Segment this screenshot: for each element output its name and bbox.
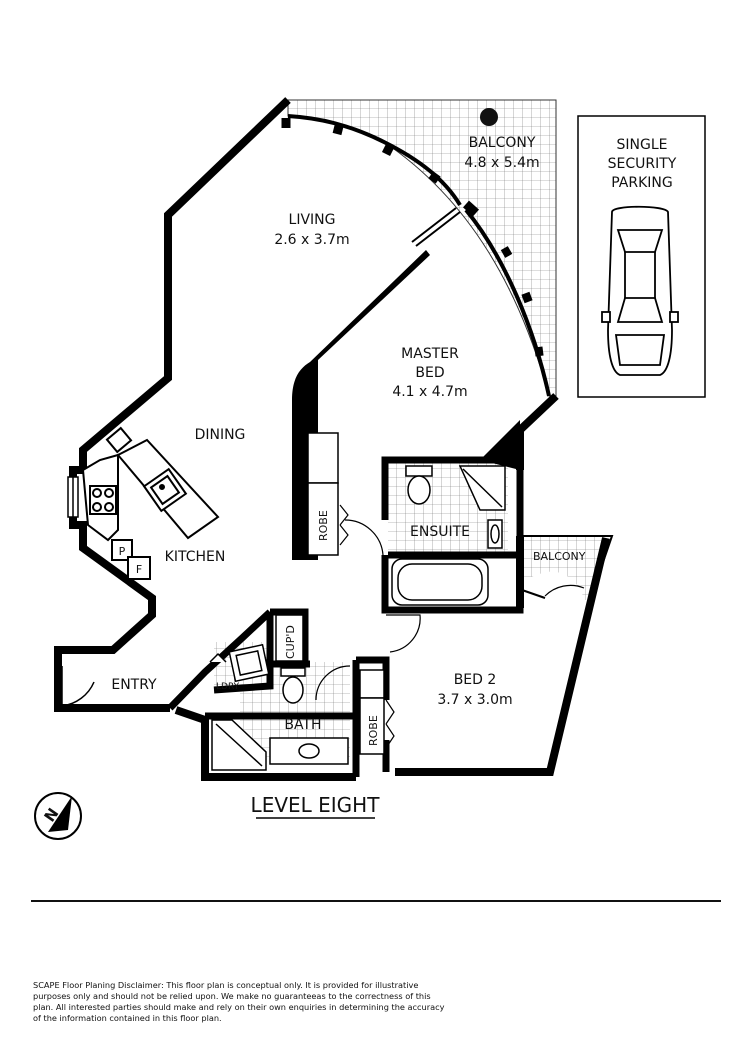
entry-label: ENTRY xyxy=(111,677,157,693)
bed2-robe-door xyxy=(385,699,395,749)
balcony-small-tiles xyxy=(520,536,612,600)
curved-window-wall xyxy=(281,114,551,397)
plan-title: LEVEL EIGHT xyxy=(251,793,381,817)
floor-plan: BALCONY 4.8 x 5.4m LIVING 2.6 x 3.7m MAS… xyxy=(34,97,706,840)
service-walls xyxy=(167,608,390,777)
column-marker xyxy=(480,108,498,126)
cupd-label: CUP'D xyxy=(284,625,297,659)
north-arrow-icon xyxy=(48,796,72,832)
robe-master-label: ROBE xyxy=(317,510,330,541)
master-robe xyxy=(307,432,339,556)
cabinet-upper xyxy=(105,426,133,454)
living-size: 2.6 x 3.7m xyxy=(274,232,349,248)
bath-label: BATH xyxy=(284,717,321,733)
master-bed-wall xyxy=(292,250,430,560)
fridge-label: F xyxy=(136,563,142,576)
parking-label-2: SECURITY xyxy=(608,156,677,172)
master-bed-label-1: MASTER xyxy=(401,346,459,362)
kitchen-label: KITCHEN xyxy=(165,549,226,565)
compass xyxy=(34,792,82,840)
pantry-label: P xyxy=(119,545,126,558)
parking-bay xyxy=(577,115,706,398)
bath-door-swing xyxy=(315,665,351,701)
disclaimer-line: plan. All interested parties should make… xyxy=(33,1002,445,1012)
living-label: LIVING xyxy=(289,212,336,228)
disclaimer-line: SCAPE Floor Planing Disclaimer: This flo… xyxy=(33,980,419,990)
ensuite-corner-wall xyxy=(480,420,520,470)
bed2-label: BED 2 xyxy=(454,672,497,688)
kitchen-window xyxy=(67,476,79,518)
kitchen-island xyxy=(116,438,220,540)
dining-label: DINING xyxy=(195,427,246,443)
robe-door-swing xyxy=(339,504,349,546)
master-bed-label-2: BED xyxy=(415,365,444,381)
pantry-fridge xyxy=(111,539,151,580)
bed2-robe xyxy=(359,669,385,755)
separator-line xyxy=(31,900,721,902)
balcony-small-label: BALCONY xyxy=(533,550,586,563)
small-balcony-door xyxy=(544,584,585,597)
sliding-door xyxy=(411,207,461,247)
disclaimer: SCAPE Floor Planing Disclaimer: This flo… xyxy=(33,980,453,1024)
laundry-label: LDRY xyxy=(216,682,240,692)
disclaimer-line: purposes only and should not be relied u… xyxy=(33,991,431,1001)
bed2-size: 3.7 x 3.0m xyxy=(437,692,512,708)
car-icon xyxy=(601,205,679,376)
disclaimer-line: of the information contained in this flo… xyxy=(33,1013,222,1023)
master-bed-size: 4.1 x 4.7m xyxy=(392,384,467,400)
kitchen-counter xyxy=(81,453,119,542)
parking-label-3: PARKING xyxy=(611,175,672,191)
master-door-swing xyxy=(344,519,384,556)
bed2-door-swing xyxy=(386,614,421,653)
entry-door xyxy=(61,666,95,707)
robe-bed2-label: ROBE xyxy=(367,715,380,746)
balcony-main-label: BALCONY xyxy=(469,135,536,151)
laundry-tub xyxy=(209,643,270,683)
small-balcony-frame xyxy=(520,535,614,601)
balcony-main-size: 4.8 x 5.4m xyxy=(464,155,539,171)
parking-label-1: SINGLE xyxy=(617,137,668,153)
bath-fixtures xyxy=(211,667,349,771)
cupd-box xyxy=(275,614,304,662)
ensuite-label: ENSUITE xyxy=(410,524,470,540)
ensuite-fixtures xyxy=(391,465,506,606)
